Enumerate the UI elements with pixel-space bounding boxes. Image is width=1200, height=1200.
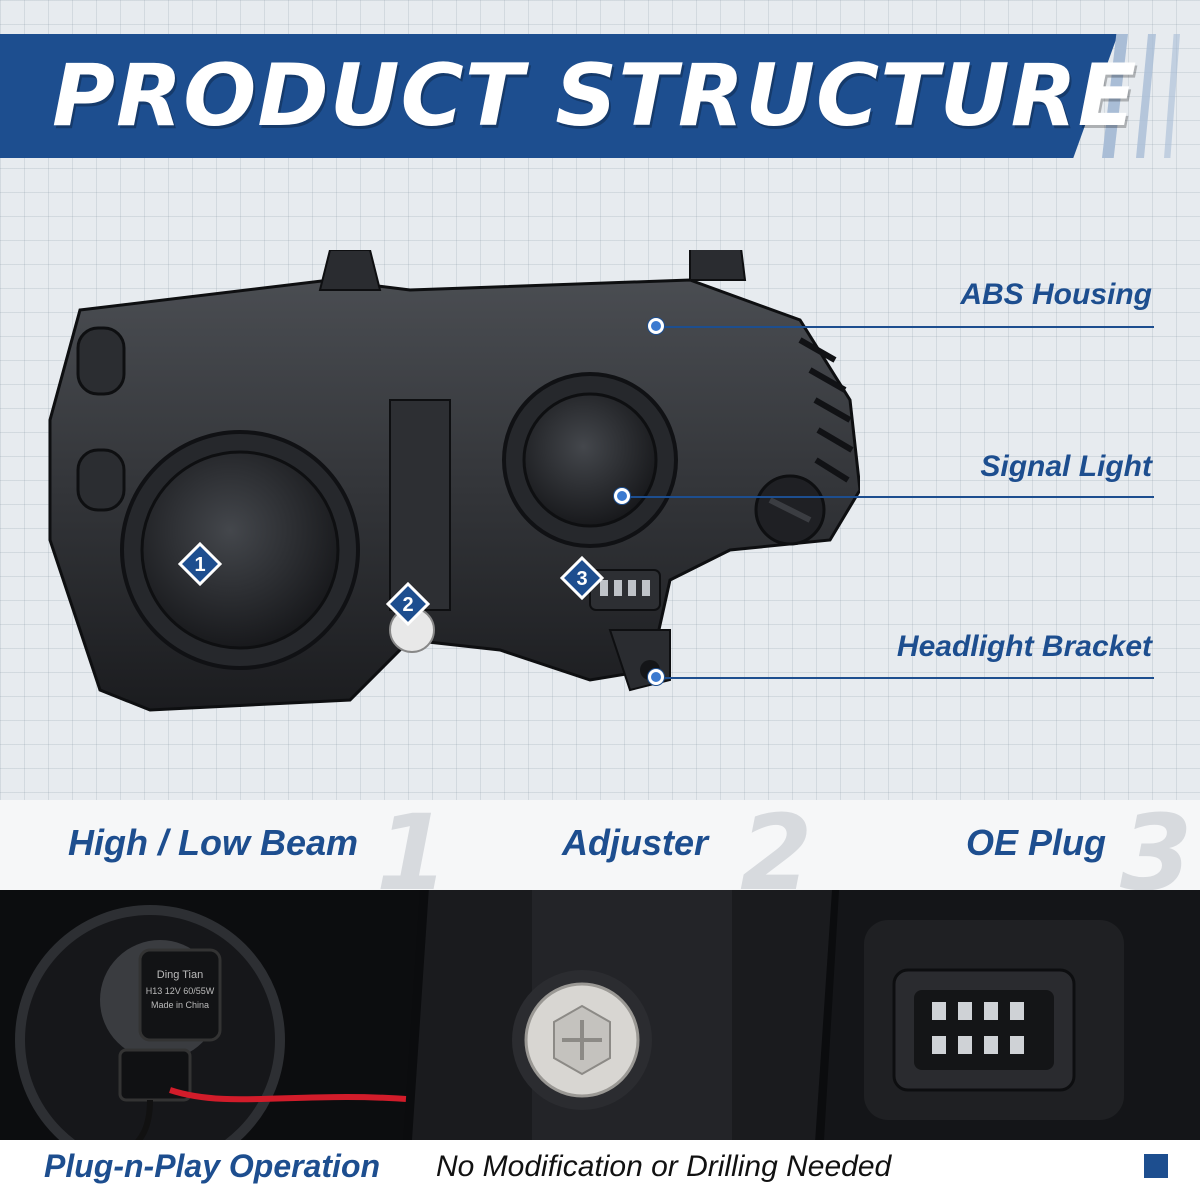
feature-band (0, 800, 1200, 890)
page-title: PRODUCT STRUCTURE (52, 46, 1138, 146)
photo-oe-plug (824, 890, 1200, 1140)
callout-line (660, 677, 1154, 679)
adjuster-image (412, 890, 832, 1140)
callout-line (626, 496, 1154, 498)
feature-label: High / Low Beam (68, 822, 359, 863)
marker-1: 1 (178, 542, 222, 586)
feature-adjuster: 2 Adjuster (400, 792, 812, 914)
callout-dot (648, 318, 664, 334)
headlight-image (48, 250, 860, 712)
bulb-text: Ding Tian (157, 969, 203, 981)
feature-high-low-beam: 1 High / Low Beam (0, 792, 448, 914)
footer-text: No Modification or Drilling Needed (436, 1150, 892, 1183)
feature-oe-plug: 3 OE Plug (800, 792, 1200, 914)
callout-dot (648, 669, 664, 685)
title-banner (0, 34, 1118, 158)
marker-number: 1 (194, 554, 205, 576)
feature-label: OE Plug (966, 822, 1107, 863)
footer-square-icon (1144, 1154, 1168, 1178)
marker-number: 3 (576, 568, 587, 590)
bulb-socket-image: Ding Tian H13 12V 60/55W Made in China (0, 890, 420, 1140)
marker-3: 3 (560, 556, 604, 600)
feature-label: Adjuster (562, 822, 709, 863)
photo-high-low-beam: Ding Tian H13 12V 60/55W Made in China (0, 890, 420, 1140)
callout-signal-light: Signal Light (980, 450, 1152, 483)
marker-2: 2 (386, 582, 430, 626)
photo-adjuster (412, 890, 832, 1140)
bulb-text: Made in China (151, 1000, 209, 1010)
oe-plug-image (824, 890, 1200, 1140)
footer: Plug-n-Play Operation No Modification or… (0, 1140, 1200, 1200)
callout-line (660, 326, 1154, 328)
callout-abs-housing: ABS Housing (960, 278, 1152, 311)
callout-headlight-bracket: Headlight Bracket (896, 630, 1152, 663)
bulb-text: H13 12V 60/55W (146, 986, 215, 996)
callout-dot (614, 488, 630, 504)
marker-number: 2 (402, 594, 413, 616)
footer-highlight: Plug-n-Play Operation (44, 1148, 381, 1184)
